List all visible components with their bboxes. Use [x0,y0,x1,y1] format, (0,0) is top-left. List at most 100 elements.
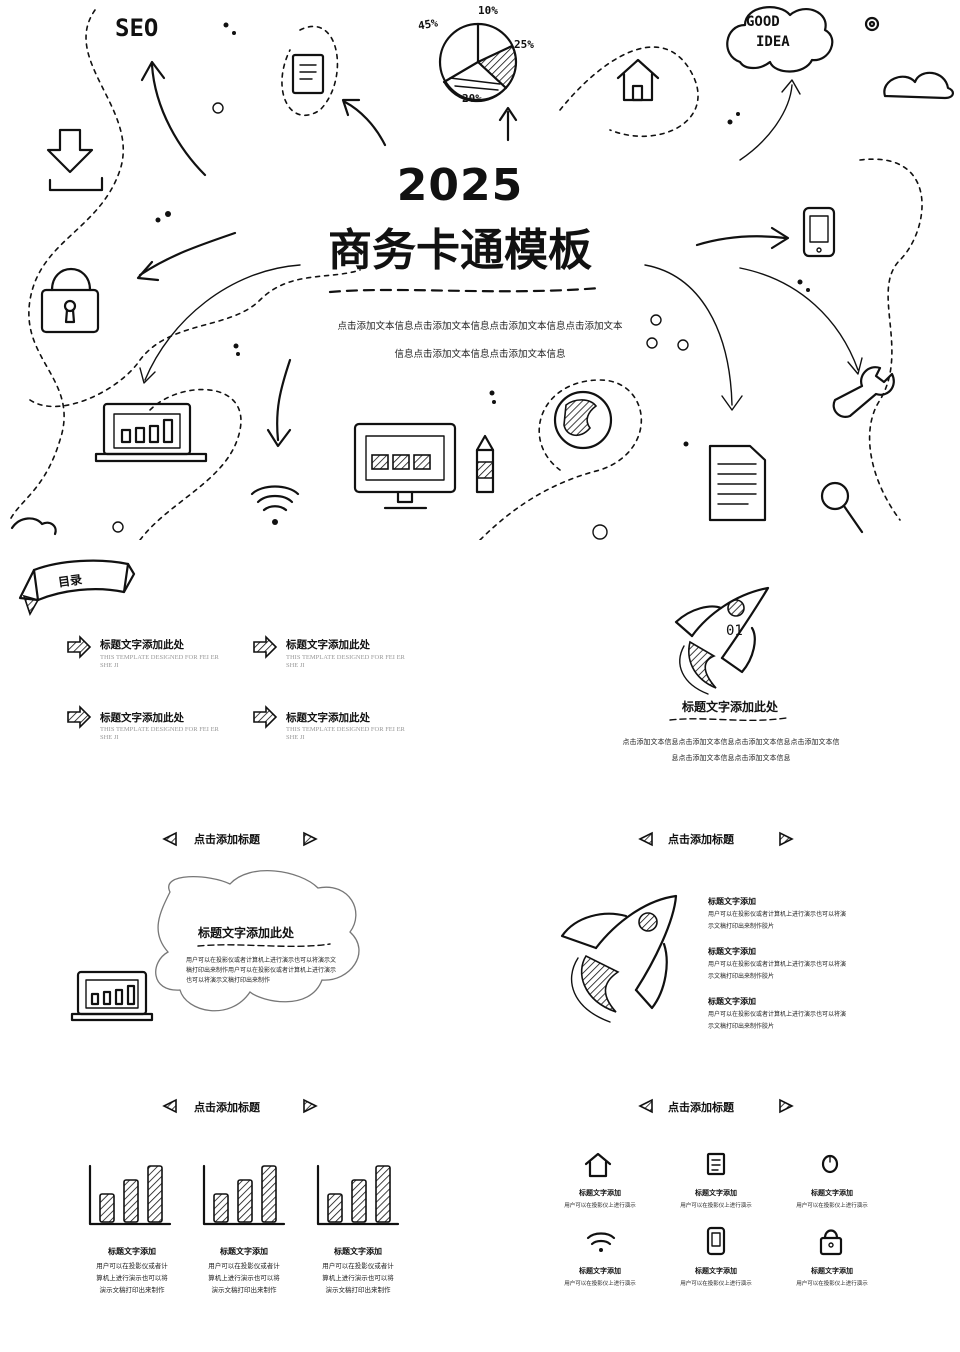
laptop-icon [94,402,208,463]
wrench-icon [832,366,895,418]
slide5-item-title: 标题文字添加 [334,1247,382,1256]
bar-chart-icon [202,1164,286,1226]
toc-slide: 目录 标题文字添加此处 THIS TEMPLATE DESIGNED FOR F… [0,548,474,814]
slide5-doodles [88,1098,400,1226]
document-icon [706,1152,726,1176]
slide4-item-title: 标题文字添加 [708,997,756,1006]
slide6-item-title: 标题文字添加 [695,1267,737,1275]
rocket-icon [560,894,678,1023]
arrow-right-icon [253,705,278,729]
toc-item-title[interactable]: 标题文字添加此处 [100,639,184,651]
section-line1: 点击添加文本信息点击添加文本信息点击添加文本信息点击添加文本信 [622,738,840,746]
slide3-doodles [70,831,360,1022]
seo-doodle-label: SEO [115,14,159,42]
pie-label-25: 25% [514,38,534,51]
slide5-item-l1: 用户可以在投影仪或者计 [208,1262,280,1270]
slide6-item-title: 标题文字添加 [811,1267,853,1275]
slide6-doodles [584,1098,843,1256]
bar-chart-icon [88,1164,172,1226]
slide6-item-title: 标题文字添加 [579,1267,621,1275]
mouse-icon [821,1154,839,1174]
toc-item-en: THIS TEMPLATE DESIGNED FOR FEI ER SHE JI [286,726,405,741]
slide4-item-l1: 用户可以在投影仪或者计算机上进行演示也可以将演 [708,1011,847,1018]
slide4-item-l2: 示文稿打印出来制作胶片 [708,1023,775,1030]
slide5-item-l3: 演示文稿打印出来制作 [211,1286,277,1294]
slide4-item-l2: 示文稿打印出来制作胶片 [708,973,775,980]
slide4-header: 点击添加标题 [668,833,734,846]
slide6-item-desc: 用户可以在投影仪上进行演示 [680,1281,752,1287]
laptop-icon [70,970,154,1022]
gear-icon [864,16,880,32]
slide4-item-l1: 用户可以在投影仪或者计算机上进行演示也可以将演 [708,961,847,968]
slide3-header: 点击添加标题 [194,833,260,846]
arrow-right-icon [67,635,92,659]
toc-item-title[interactable]: 标题文字添加此处 [286,712,370,724]
slide6-item-desc: 用户可以在投影仪上进行演示 [796,1203,868,1209]
section-line2: 息点击添加文本信息点击添加文本信息 [671,754,791,762]
gear-icon [112,521,124,533]
pie-label-20: 20% [462,92,482,105]
slide5-item-l2: 算机上进行演示也可以将 [208,1274,280,1282]
slide6-item-desc: 用户可以在投影仪上进行演示 [564,1281,636,1287]
cloud-icon [883,71,954,100]
idea-doodle-line1: GOOD [746,14,780,30]
pie-chart-doodle [438,22,518,103]
slide4-item-title: 标题文字添加 [708,947,756,956]
slide3-body-line3: 也可以将演示文稿打印出来制作 [186,977,271,984]
gear-icon [677,339,689,351]
content-slide-3: 点击添加标题 标题文字添加此处 用户可以在投影仪或者计算机上进行演示也可以将演示… [0,822,474,1088]
section-slide: 01 标题文字添加此处 点击添加文本信息点击添加文本信息点击添加文本信息点击添加… [486,548,960,814]
toc-item-title[interactable]: 标题文字添加此处 [100,712,184,724]
bar-chart-icon [316,1164,400,1226]
toc-banner: 目录 [57,572,83,590]
cover-sub-line2: 信息点击添加文本信息点击添加文本信息 [394,349,566,360]
content-slide-6: 点击添加标题 标题文字添加 用户可以在投影仪上进行演示 标题文字添加 用户可以在… [486,1090,960,1352]
magnifier-icon [820,481,864,534]
download-icon [46,128,104,192]
content-slide-5: 点击添加标题 标题文字添加 用户可以在投影仪或者计 算机上进行演示也可以将 演示… [0,1090,474,1352]
toc-doodles [18,559,278,729]
wifi-icon [586,1232,616,1252]
slide5-item-l3: 演示文稿打印出来制作 [99,1286,165,1294]
lock-icon [819,1229,843,1256]
cover-sub-line1: 点击添加文本信息点击添加文本信息点击添加文本信息点击添加文本 [337,321,623,332]
slide4-item-l1: 用户可以在投影仪或者计算机上进行演示也可以将演 [708,911,847,918]
slide4-item-title: 标题文字添加 [708,897,756,906]
toc-item-en: THIS TEMPLATE DESIGNED FOR FEI ER SHE JI [286,654,405,669]
rocket-icon [674,586,770,695]
pie-label-10: 10% [478,4,498,17]
slide5-item-l2: 算机上进行演示也可以将 [96,1274,168,1282]
cover-slide: SEO GOOD IDEA 45% 10% 25% 20% 2025 商务卡通模… [0,0,960,540]
document-icon [291,53,325,95]
slide6-header: 点击添加标题 [668,1101,734,1114]
section-title: 标题文字添加此处 [681,700,778,714]
globe-icon [553,390,613,450]
gear-icon [592,524,608,540]
slide6-item-title: 标题文字添加 [579,1189,621,1197]
slide5-item-l1: 用户可以在投影仪或者计 [322,1262,394,1270]
slide5-header: 点击添加标题 [194,1101,260,1114]
toc-item-en: THIS TEMPLATE DESIGNED FOR FEI ER SHE JI [100,726,219,741]
slide5-item-title: 标题文字添加 [108,1247,156,1256]
slide6-item-title: 标题文字添加 [811,1189,853,1197]
pencil-icon [475,434,495,494]
house-icon [584,1152,612,1178]
slide5-item-title: 标题文字添加 [220,1247,268,1256]
slide6-item-desc: 用户可以在投影仪上进行演示 [796,1281,868,1287]
toc-item-title[interactable]: 标题文字添加此处 [286,639,370,651]
slide3-title: 标题文字添加此处 [198,926,295,940]
slide3-body-line1: 用户可以在投影仪或者计算机上进行演示也可以将演示文 [186,957,337,964]
slide4-item-l2: 示文稿打印出来制作胶片 [708,923,775,930]
slide3-body-line2: 稿打印出来制作用户可以在投影仪或者计算机上进行演示 [186,967,337,974]
phone-icon [802,206,836,258]
monitor-icon [353,422,457,510]
slide5-item-l1: 用户可以在投影仪或者计 [96,1262,168,1270]
wifi-icon [250,485,300,525]
content-slide-4: 点击添加标题 标题文字添加 用户可以在投影仪或者计算机上进行演示也可以将演 示文… [486,822,960,1088]
cover-doodles [9,6,954,540]
arrow-right-icon [253,635,278,659]
house-icon [616,58,660,102]
slide6-item-desc: 用户可以在投影仪上进行演示 [564,1203,636,1209]
phone-icon [706,1226,726,1256]
toc-item-en: THIS TEMPLATE DESIGNED FOR FEI ER SHE JI [100,654,219,669]
